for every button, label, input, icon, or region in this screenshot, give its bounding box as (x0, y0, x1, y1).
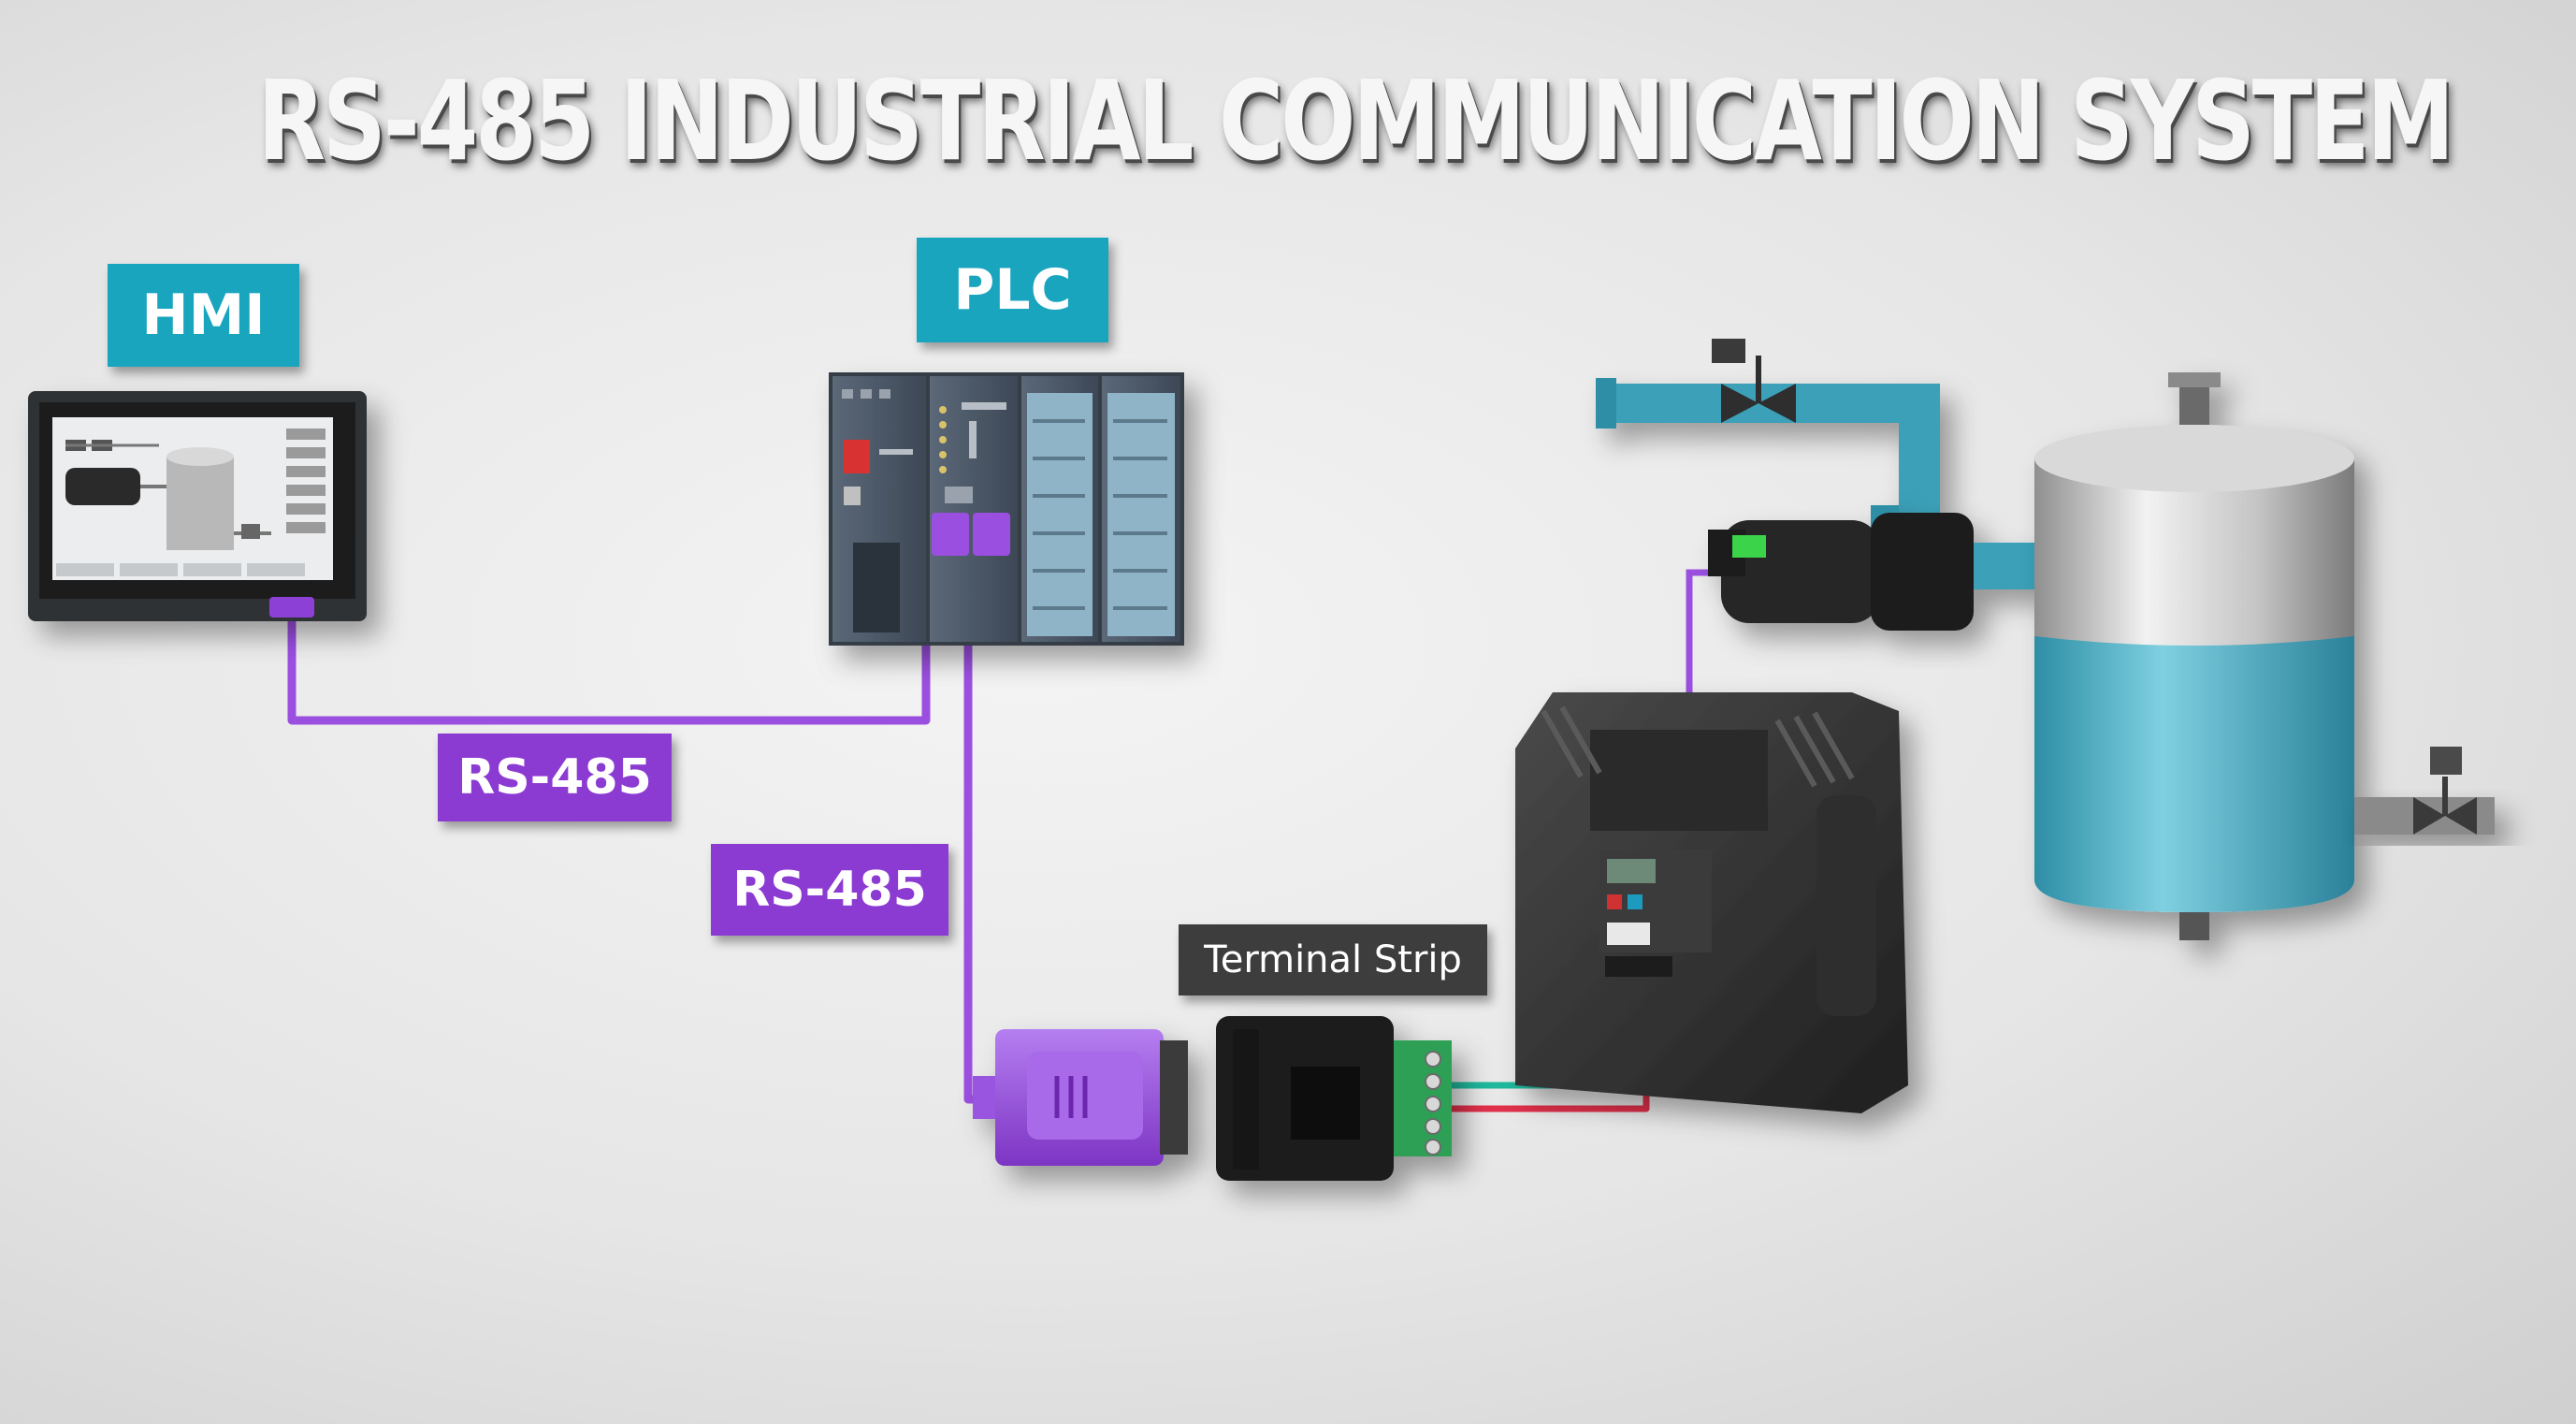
inlet-valve-icon (1712, 339, 1796, 423)
hmi-tank-graphic (166, 457, 234, 550)
hmi-pump-graphic (65, 468, 140, 505)
terminal-block (1394, 1040, 1452, 1156)
plc-rack (829, 372, 1184, 646)
plc-rs485-port-2 (973, 513, 1010, 556)
plc-status-light (844, 440, 870, 473)
db9-connector (973, 1029, 1188, 1166)
vfd-terminal-input (1605, 956, 1672, 977)
plc-cpu-module (930, 376, 1018, 642)
vfd-display (1607, 859, 1656, 883)
plc-label: PLC (917, 238, 1108, 342)
plc-rs485-port-1 (932, 513, 969, 556)
db9-terminal-adapter (1216, 1016, 1452, 1181)
outlet-valve-icon (2413, 747, 2477, 835)
storage-tank (2034, 372, 2354, 940)
pump-motor (1708, 505, 2039, 631)
hmi-rs485-port (269, 597, 314, 618)
pump-status-light (1732, 535, 1766, 558)
rs485-label-plc-connector: RS-485 (711, 844, 948, 936)
page-title: RS-485 INDUSTRIAL COMMUNICATION SYSTEM (257, 56, 2454, 185)
hmi-panel (28, 391, 367, 621)
rs485-label-hmi-plc: RS-485 (438, 734, 672, 821)
tank-liquid (2034, 636, 2354, 912)
hmi-label: HMI (108, 264, 299, 367)
variable-frequency-drive (1515, 692, 1908, 1113)
terminal-strip-label: Terminal Strip (1179, 924, 1487, 995)
